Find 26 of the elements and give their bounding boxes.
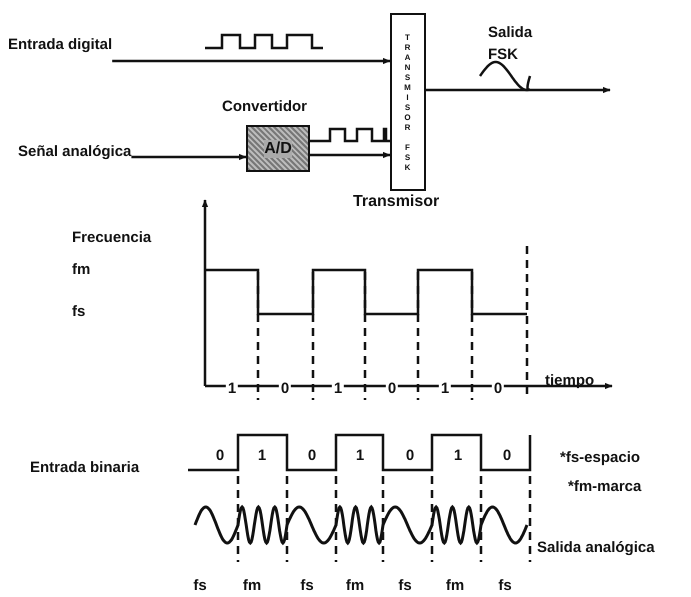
block-title: Transmisor <box>353 193 440 211</box>
arrow <box>131 154 247 160</box>
frequency-label: fm <box>242 577 262 595</box>
note: *fs-espacio <box>560 449 640 467</box>
frequency-label: fm <box>344 577 366 595</box>
frequency-label: fm <box>444 577 466 595</box>
frequency-label: fs <box>299 577 315 595</box>
arrow <box>426 86 611 94</box>
frequency-label: fs <box>397 577 413 595</box>
axis-label: tiempo <box>545 372 594 390</box>
frequency-label: fs <box>192 577 208 595</box>
tick-label: fs <box>72 303 86 321</box>
axis-label: Frecuencia <box>72 229 152 247</box>
input-label: Entrada digital <box>8 36 112 64</box>
block-label: A/D <box>264 140 292 158</box>
vertical-label: TRANSMISOR FSK <box>402 33 413 173</box>
block-title: Convertidor <box>222 98 308 116</box>
frequency-label: fs <box>497 577 513 595</box>
signal-label: Entrada binaria <box>30 459 140 477</box>
arrow <box>112 58 391 64</box>
input-label: Señal analógica <box>18 143 132 161</box>
tick-label: fm <box>72 261 90 279</box>
note: *fm-marca <box>568 478 642 496</box>
signal-label: Salida analógica <box>537 539 655 557</box>
edge-label: Salida FSK <box>488 23 534 65</box>
arrow <box>310 152 391 158</box>
